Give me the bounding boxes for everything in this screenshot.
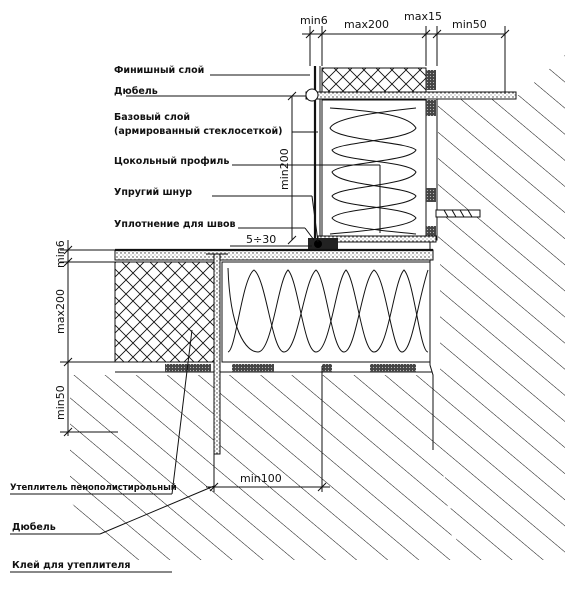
dim-left-min6: min6 [54, 240, 67, 268]
label-dowel-bottom: Дюбель [12, 522, 56, 533]
dim-left-min50: min50 [54, 385, 67, 420]
label-plinth-profile: Цокольный профиль [114, 156, 229, 167]
dim-left-max200: max200 [54, 289, 67, 334]
wall-anchor [435, 209, 481, 218]
dim-bottom-min100: min100 [240, 472, 282, 485]
bottom-dowel [206, 253, 228, 455]
label-insulation-eps: Утеплитель пенополистирольный [10, 483, 177, 493]
leader-lines [10, 74, 381, 573]
label-base-layer-2: (армированный стеклосеткой) [114, 126, 282, 137]
label-base-layer-1: Базовый слой [114, 112, 190, 123]
label-joint-seal: Уплотнение для швов [114, 219, 236, 230]
dim-top-min6: min6 [300, 14, 328, 27]
dim-vert-min200: min200 [278, 148, 291, 190]
label-dowel-top: Дюбель [114, 86, 158, 97]
dim-gap-5-30: 5÷30 [246, 233, 276, 246]
label-insulation-glue: Клей для утеплителя [12, 560, 131, 571]
lower-insulation [114, 248, 434, 372]
wall-hatching [70, 55, 565, 560]
dimension-lines [60, 26, 510, 492]
dim-top-min50: min50 [452, 18, 487, 31]
text-labels: Финишный слой Дюбель Базовый слой (армир… [10, 10, 487, 571]
label-finish-layer: Финишный слой [114, 65, 204, 76]
dim-top-max15: max15 [404, 10, 442, 23]
label-elastic-cord: Упругий шнур [114, 187, 192, 198]
plinth-seal [308, 238, 338, 250]
dim-top-max200: max200 [344, 18, 389, 31]
